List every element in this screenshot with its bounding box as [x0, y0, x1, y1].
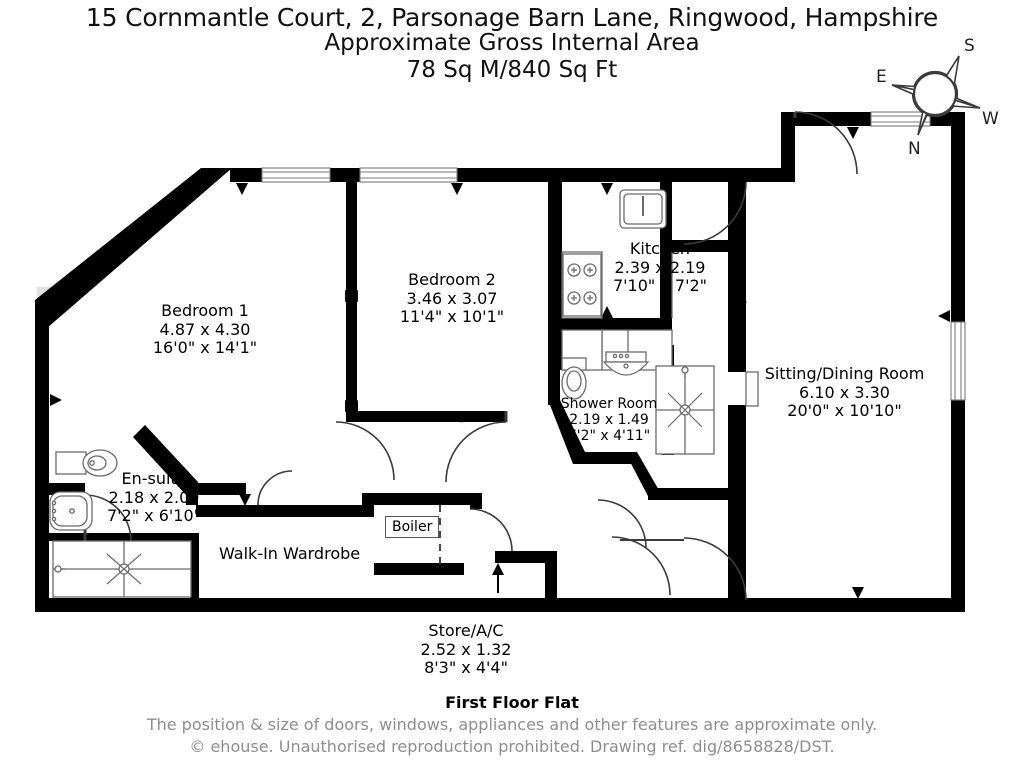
room-label-en-suite: En-suite 2.18 x 2.09 7'2" x 6'10" [84, 469, 224, 526]
measurement-arrows [50, 127, 950, 599]
kitchen-metric: 2.39 x 2.19 [614, 257, 706, 277]
plan-header: 15 Cornmantle Court, 2, Parsonage Barn L… [0, 0, 1024, 83]
property-address: 15 Cornmantle Court, 2, Parsonage Barn L… [85, 3, 939, 32]
sitting-dining-name: Sitting/Dining Room [764, 364, 925, 383]
en-suite-metric: 2.18 x 2.09 [108, 487, 200, 507]
kitchen-imperial: 7'10" x 7'2" [612, 276, 708, 296]
shower-room-fixtures [561, 351, 715, 455]
bedroom-2-metric: 3.46 x 3.07 [406, 288, 498, 308]
bedroom-1-metric: 4.87 x 4.30 [159, 319, 251, 339]
footer-copyright: © ehouse. Unauthorised reproduction proh… [189, 736, 835, 756]
store-ac-metric: 2.52 x 1.32 [420, 639, 512, 659]
sitting-dining-metric: 6.10 x 3.30 [799, 382, 890, 402]
floorplan-svg [35, 111, 966, 612]
footer-disclaimer: The position & size of doors, windows, a… [146, 714, 878, 734]
room-label-kitchen: Kitchen 2.39 x 2.19 7'10" x 7'2" [594, 239, 726, 296]
room-label-shower-room: Shower Room 2.19 x 1.49 7'2" x 4'11" [550, 396, 668, 445]
windows [261, 111, 966, 401]
room-label-bedroom-2: Bedroom 2 3.46 x 3.07 11'4" x 10'1" [367, 270, 537, 327]
bedroom-2-name: Bedroom 2 [408, 270, 496, 289]
plan-footer: First Floor Flat The position & size of … [0, 692, 1024, 758]
floor-title: First Floor Flat [445, 693, 579, 712]
bedroom-1-name: Bedroom 1 [161, 301, 249, 320]
shower-room-name: Shower Room [560, 396, 658, 412]
store-ac-name: Store/A/C [428, 621, 504, 640]
en-suite-fixtures [49, 449, 192, 598]
area-value: 78 Sq M/840 Sq Ft [406, 56, 618, 83]
room-label-sitting-dining-room: Sitting/Dining Room 6.10 x 3.30 20'0" x … [752, 364, 937, 421]
sitting-room-fixtures [745, 371, 759, 407]
shower-room-metric: 2.19 x 1.49 [569, 412, 649, 429]
internal-walls [49, 182, 746, 602]
floorplan-drawing [35, 111, 966, 612]
compass-label-n: N [908, 139, 921, 158]
kitchen-hob-icon [562, 253, 602, 317]
shower-room-imperial: 7'2" x 4'11" [567, 428, 651, 445]
compass-label-e: E [876, 67, 887, 87]
store-ac-imperial: 8'3" x 4'4" [424, 658, 508, 678]
en-suite-imperial: 7'2" x 6'10" [106, 506, 202, 526]
sitting-dining-imperial: 20'0" x 10'10" [787, 401, 902, 421]
compass-label-s: S [964, 36, 975, 56]
area-caption: Approximate Gross Internal Area [324, 30, 700, 56]
bedroom-1-imperial: 16'0" x 14'1" [152, 338, 258, 358]
kitchen-name: Kitchen [629, 239, 691, 258]
fireplace-icon [745, 371, 759, 407]
compass-label-w: W [982, 109, 999, 129]
bedroom-2-imperial: 11'4" x 10'1" [399, 307, 505, 327]
room-label-bedroom-1: Bedroom 1 4.87 x 4.30 16'0" x 14'1" [120, 301, 290, 358]
ensuite-cistern [55, 451, 87, 475]
en-suite-name: En-suite [121, 469, 187, 488]
label-walk-in-wardrobe: Walk-In Wardrobe [219, 544, 361, 563]
room-label-store-ac: Store/A/C 2.52 x 1.32 8'3" x 4'4" [396, 621, 536, 678]
compass-rose: S E W N [866, 32, 1006, 158]
boiler-box: Boiler [385, 516, 440, 538]
